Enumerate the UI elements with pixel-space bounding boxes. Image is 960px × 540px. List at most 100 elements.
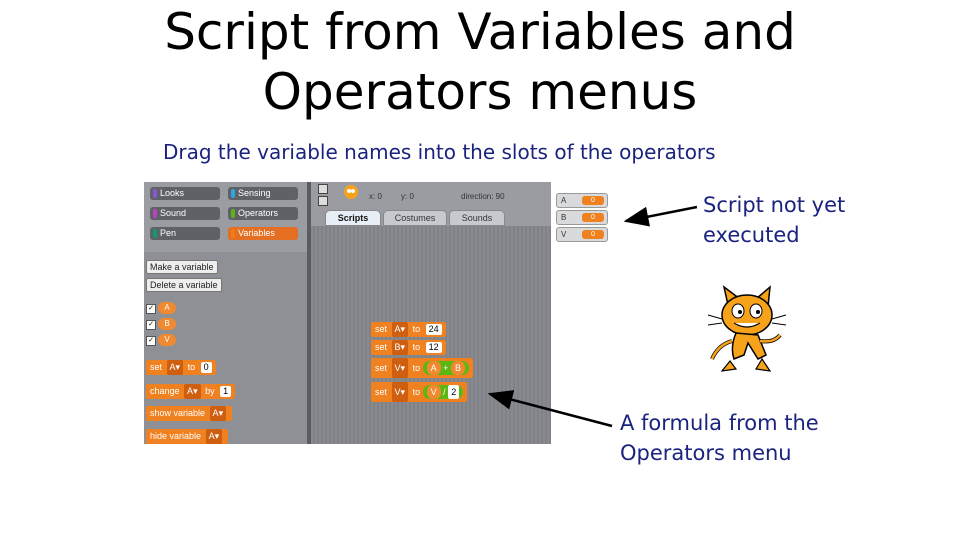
operand-input[interactable]: 2	[448, 385, 460, 399]
script-set-v-sum-block[interactable]: set V▾ to A + B	[371, 358, 473, 378]
category-label: Pen	[160, 228, 177, 238]
variable-dropdown[interactable]: B▾	[391, 340, 409, 355]
block-label: to	[187, 362, 196, 372]
looks-color-icon	[153, 189, 157, 198]
variable-a-reporter[interactable]: A	[158, 302, 176, 314]
variable-b-checkbox[interactable]: ✓	[146, 320, 156, 330]
category-label: Operators	[238, 208, 279, 218]
dropdown-value: B	[394, 342, 401, 352]
delete-variable-button[interactable]: Delete a variable	[146, 278, 222, 292]
block-label: set	[375, 387, 388, 397]
variable-dropdown[interactable]: A▾	[166, 360, 184, 375]
variable-v-reporter[interactable]: V	[158, 334, 176, 346]
category-label: Sound	[160, 208, 187, 218]
block-label: set	[150, 362, 163, 372]
script-set-a-block[interactable]: set A▾ to 24	[371, 322, 446, 337]
value-input[interactable]: 1	[220, 386, 232, 397]
title-line-2: Operators menus	[262, 63, 698, 121]
block-label: set	[375, 324, 388, 334]
sprite-header: x: 0 y: 0 direction: 90 Scripts Costumes…	[311, 182, 551, 226]
variable-monitor-b[interactable]: B 0	[556, 210, 608, 225]
change-variable-block[interactable]: change A▾ by 1	[146, 384, 236, 399]
script-set-b-block[interactable]: set B▾ to 12	[371, 340, 446, 355]
block-label: to	[412, 324, 421, 334]
value-input[interactable]: 12	[425, 342, 442, 353]
variables-color-icon	[231, 229, 235, 238]
sensing-color-icon	[231, 189, 235, 198]
pen-color-icon	[153, 229, 157, 238]
category-panel: Looks Sensing Sound Operators Pen Variab…	[144, 182, 307, 252]
add-operator-block[interactable]: A + B	[422, 361, 469, 375]
arrow-to-monitors	[623, 205, 698, 227]
script-set-v-divide-block[interactable]: set V▾ to V / 2	[371, 382, 468, 402]
set-variable-block[interactable]: set A▾ to 0	[146, 360, 216, 375]
variable-a-checkbox[interactable]: ✓	[146, 304, 156, 314]
variable-monitor-v[interactable]: V 0	[556, 227, 608, 242]
note-line: executed	[703, 223, 800, 247]
monitor-name: B	[561, 213, 567, 222]
variable-b-reporter[interactable]: B	[158, 318, 176, 330]
block-label: to	[412, 387, 421, 397]
scratch-cat-icon	[707, 285, 787, 372]
operand-reporter[interactable]: A	[426, 361, 441, 375]
monitor-name: V	[561, 230, 567, 239]
variable-dropdown[interactable]: A▾	[209, 406, 227, 421]
tab-costumes[interactable]: Costumes	[383, 210, 447, 226]
monitor-value: 0	[582, 213, 604, 222]
variable-dropdown[interactable]: V▾	[391, 358, 409, 378]
note-line: A formula from the	[620, 411, 819, 435]
arrow-to-formula	[487, 390, 613, 428]
note-line: Operators menu	[620, 441, 792, 465]
category-variables-button[interactable]: Variables	[228, 227, 298, 240]
operand-reporter[interactable]: B	[450, 361, 465, 375]
dropdown-value: A	[394, 324, 401, 334]
category-label: Variables	[238, 228, 275, 238]
variable-dropdown[interactable]: A▾	[184, 384, 201, 399]
panel-divider[interactable]	[307, 182, 311, 444]
variable-dropdown[interactable]: A▾	[205, 429, 223, 444]
dropdown-value: A	[212, 408, 219, 418]
variable-monitor-a[interactable]: A 0	[556, 193, 608, 208]
hide-variable-block[interactable]: hide variable A▾	[146, 429, 229, 444]
operand-reporter[interactable]: V	[426, 385, 441, 399]
dropdown-value: V	[394, 363, 401, 373]
variable-dropdown[interactable]: V▾	[391, 382, 409, 402]
operator-symbol: /	[443, 387, 446, 397]
rotation-style-icon[interactable]	[318, 196, 328, 206]
category-sound-button[interactable]: Sound	[150, 207, 220, 220]
tab-scripts[interactable]: Scripts	[325, 210, 381, 226]
category-sensing-button[interactable]: Sensing	[228, 187, 298, 200]
dropdown-value: A	[187, 386, 194, 396]
category-operators-button[interactable]: Operators	[228, 207, 298, 220]
divide-operator-block[interactable]: V / 2	[422, 385, 464, 399]
note-line: Script not yet	[703, 193, 846, 217]
make-variable-button[interactable]: Make a variable	[146, 260, 218, 274]
category-looks-button[interactable]: Looks	[150, 187, 220, 200]
sound-color-icon	[153, 209, 157, 218]
dropdown-value: V	[394, 387, 401, 397]
block-label: change	[150, 386, 180, 396]
block-label: set	[375, 342, 388, 352]
category-label: Sensing	[238, 188, 271, 198]
block-label: set	[375, 363, 388, 373]
sprite-x: x: 0	[369, 192, 382, 201]
category-pen-button[interactable]: Pen	[150, 227, 220, 240]
blocks-palette: Make a variable Delete a variable ✓ A ✓ …	[144, 252, 307, 444]
dropdown-value: A	[169, 362, 176, 372]
category-label: Looks	[160, 188, 185, 198]
dropdown-value: A	[208, 431, 215, 441]
value-input[interactable]: 24	[425, 324, 442, 335]
monitor-value: 0	[582, 196, 604, 205]
value-input[interactable]: 0	[200, 362, 212, 373]
sprite-thumbnail-icon	[341, 182, 361, 202]
variable-dropdown[interactable]: A▾	[391, 322, 409, 337]
show-variable-block[interactable]: show variable A▾	[146, 406, 233, 421]
variable-v-checkbox[interactable]: ✓	[146, 336, 156, 346]
title-line-1: Script from Variables and	[164, 3, 796, 61]
note-script-not-executed: Script not yet executed	[703, 190, 845, 250]
rotation-style-icon[interactable]	[318, 184, 328, 194]
monitor-name: A	[561, 196, 567, 205]
tab-sounds[interactable]: Sounds	[449, 210, 505, 226]
block-label: show variable	[150, 408, 206, 418]
